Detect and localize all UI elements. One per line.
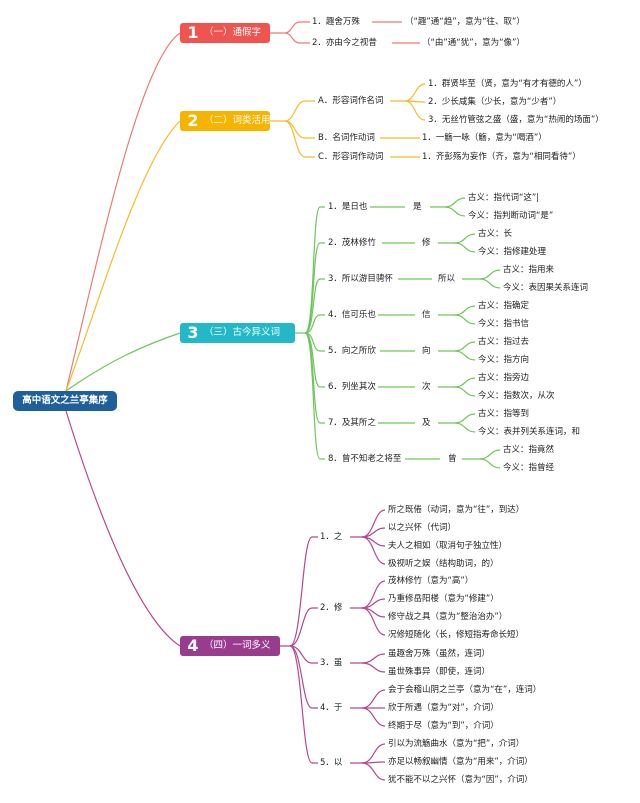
branch-gujinyiyi[interactable]: 3 （三）古今异义词: [180, 323, 295, 343]
b4-item: 虽世殊事异（即使，连词）: [388, 667, 491, 677]
branch-yiciduoyi[interactable]: 4 （四）一词多义: [180, 636, 280, 656]
root-node[interactable]: 高中语文之兰亭集序: [13, 391, 117, 411]
b2-a-item: 1．群贤毕至（贤，意为“有才有德的人”）: [428, 79, 587, 89]
b3-jin: 今义：指数次，从次: [478, 391, 555, 401]
b4-item: 虽趣舍万殊（虽然，连词）: [388, 649, 491, 659]
b3-jin: 今义：表因果关系连词: [503, 283, 589, 293]
connector-root-b4: [65, 410, 181, 647]
b3-gu: 古义：指代词“这”|: [468, 193, 540, 203]
b4-item: 引以为流觞曲水（意为“把”，介词）: [388, 739, 525, 749]
branch-number: 2: [187, 111, 199, 130]
b3-gu: 古义：指竟然: [503, 445, 555, 455]
b1-item-1[interactable]: 1．趣舍万殊: [312, 17, 360, 27]
b2-a-item: 3．无丝竹管弦之盛（盛，意为“热闹的场面”）: [428, 115, 604, 125]
b3-word: 曾: [448, 454, 457, 464]
b3-word: 是: [413, 202, 422, 212]
b3-phrase[interactable]: 4．信可乐也: [328, 310, 376, 320]
b3-phrase[interactable]: 8．曾不知老之将至: [328, 454, 402, 464]
b3-phrase[interactable]: 3．所以游目骋怀: [328, 274, 393, 284]
connector-root-b3: [65, 332, 181, 392]
connectors-b1: [270, 21, 420, 44]
b4-group-label[interactable]: 1．之: [320, 532, 343, 542]
b1-item-2[interactable]: 2．亦由今之视昔: [312, 38, 377, 48]
b2-c-label[interactable]: C．形容词作动词: [318, 152, 384, 162]
b2-a-label[interactable]: A．形容词作名词: [318, 96, 384, 106]
b3-word: 向: [422, 346, 431, 356]
b4-item: 乃重修岳阳楼（意为“修建”）: [388, 594, 499, 604]
b1-note-2: （“由”通“犹”，意为“像”）: [422, 38, 525, 48]
branch-cileihuoyong[interactable]: 2 （二）词类活用: [180, 111, 271, 131]
b4-group-label[interactable]: 4．于: [320, 703, 343, 713]
b3-phrase[interactable]: 7．及其所之: [328, 418, 376, 428]
b2-b-item: 1．一觞一咏（觞，意为“喝酒”）: [422, 133, 547, 143]
branch-number: 4: [187, 636, 199, 655]
b3-jin: 今义：指书信: [478, 319, 530, 329]
branch-label: （四）一词多义: [204, 640, 271, 651]
connectors-b4: [280, 509, 386, 781]
b2-c-item: 1．齐彭殇为妄作（齐，意为“相同看待”）: [422, 152, 581, 162]
b4-group-label[interactable]: 5．以: [320, 758, 343, 768]
b2-b-label[interactable]: B．名词作动词: [318, 133, 375, 143]
b3-gu: 古义：指旁边: [478, 373, 530, 383]
b2-a-item: 2．少长咸集（少长，意为“少者”）: [428, 97, 562, 107]
b3-word: 信: [422, 310, 431, 320]
b4-item: 亦足以畅叙幽情（意为“用来”，介词）: [388, 757, 533, 767]
b3-jin: 今义：指判断动词“是”: [468, 211, 554, 221]
b3-gu: 古义：指用来: [503, 265, 555, 275]
b4-item: 犹不能不以之兴怀（意为“因”，介词）: [388, 775, 533, 785]
b4-group-label[interactable]: 3．虽: [320, 658, 343, 668]
connectors-b2: [270, 83, 426, 158]
b3-word: 次: [422, 382, 431, 392]
b3-phrase[interactable]: 6．列坐其次: [328, 382, 376, 392]
branch-tongjiazi[interactable]: 1 （一）通假字: [180, 23, 270, 43]
b4-item: 修守战之具（意为“整治治办”）: [388, 612, 508, 622]
b4-item: 极视听之娱（结构助词，的）: [388, 559, 499, 569]
b3-gu: 古义：长: [478, 229, 513, 239]
branch-number: 3: [187, 323, 199, 342]
b3-gu: 古义：指等到: [478, 409, 530, 419]
b3-phrase[interactable]: 1．是日也: [328, 202, 368, 212]
b3-gu: 古义：指确定: [478, 301, 530, 311]
b3-word: 修: [422, 238, 431, 248]
connectors-b3: [295, 197, 501, 469]
branch-label: （二）词类活用: [204, 115, 271, 126]
b4-item: 欣于所遇（意为“对”，介词）: [388, 703, 499, 713]
b4-item: 况修短随化（长，修短指寿命长短）: [388, 630, 525, 640]
b3-jin: 今义：指方向: [478, 355, 530, 365]
b1-note-1: （“趣”通“趋”，意为“往、取”）: [405, 17, 525, 27]
branch-label: （三）古今异义词: [204, 327, 281, 338]
connector-root-b1: [65, 32, 181, 392]
b3-word: 所以: [438, 274, 456, 284]
b4-group-label[interactable]: 2．修: [320, 603, 343, 613]
branch-number: 1: [187, 23, 199, 42]
b4-item: 会于会稽山阴之兰亭（意为“在”，连词）: [388, 685, 542, 695]
branch-label: （一）通假字: [204, 27, 262, 38]
b4-item: 夫人之相如（取消句子独立性）: [388, 541, 508, 551]
b3-gu: 古义：指过去: [478, 337, 530, 347]
b3-word: 及: [422, 418, 431, 428]
b3-jin: 今义：指曾经: [503, 463, 555, 473]
b4-item: 所之既倦（动词，意为“往”，到达）: [388, 505, 525, 515]
b3-jin: 今义：表并列关系连词，和: [478, 427, 581, 437]
b3-jin: 今义：指修建处理: [478, 247, 547, 257]
connector-root-b2: [65, 120, 181, 392]
b4-item: 以之兴怀（代词）: [388, 523, 457, 533]
b3-phrase[interactable]: 2．茂林修竹: [328, 238, 376, 248]
b4-item: 终期于尽（意为“到”，介词）: [388, 721, 499, 731]
b4-item: 茂林修竹（意为“高”）: [388, 576, 474, 586]
b3-phrase[interactable]: 5．向之所欣: [328, 346, 376, 356]
